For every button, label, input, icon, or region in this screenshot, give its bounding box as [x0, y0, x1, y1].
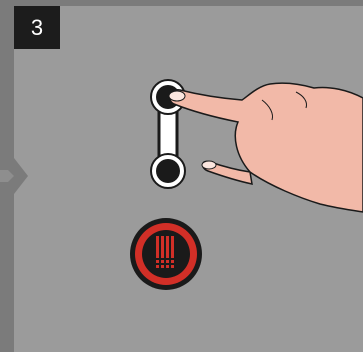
pressing-hand-icon: [169, 83, 363, 212]
red-ring-button-icon: [130, 218, 202, 290]
step-number: 3: [31, 15, 43, 41]
thumb-nail: [202, 161, 216, 169]
index-fingernail: [169, 91, 185, 101]
hand-palm: [170, 83, 363, 212]
toggle-bottom-knob-core: [156, 159, 180, 183]
step-number-badge: 3: [14, 6, 60, 49]
